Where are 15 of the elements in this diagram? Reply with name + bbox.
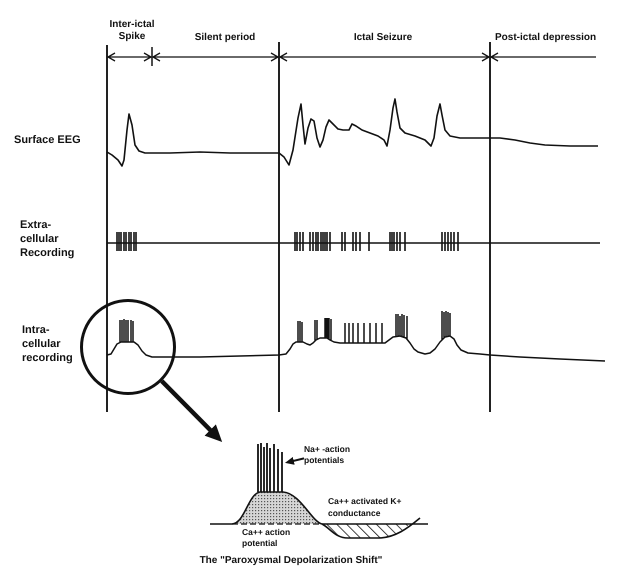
magnifier-circle xyxy=(80,299,176,395)
annotation-label: Na+ -action potentials xyxy=(304,444,364,466)
trace-label: Extra-cellular Recording xyxy=(20,218,76,260)
phase-label: Inter-ictal Spike xyxy=(108,19,156,43)
trace-label: Surface EEG xyxy=(14,134,82,147)
phase-label: Silent period xyxy=(194,32,256,44)
annotation-label: Ca++ action potential xyxy=(242,527,292,549)
arrow xyxy=(160,380,222,442)
leader-arrow xyxy=(285,456,304,465)
phase-label: Ictal Seizure xyxy=(352,32,414,44)
waveform-drawing xyxy=(209,442,429,540)
annotation-label: Ca++ activated K+ conductance xyxy=(328,495,402,519)
trace-label: Intra-cellular recording xyxy=(22,323,74,365)
figure-caption: The "Paroxysmal Depolarization Shift" xyxy=(198,554,384,567)
phase-label: Post-ictal depression xyxy=(495,32,598,44)
